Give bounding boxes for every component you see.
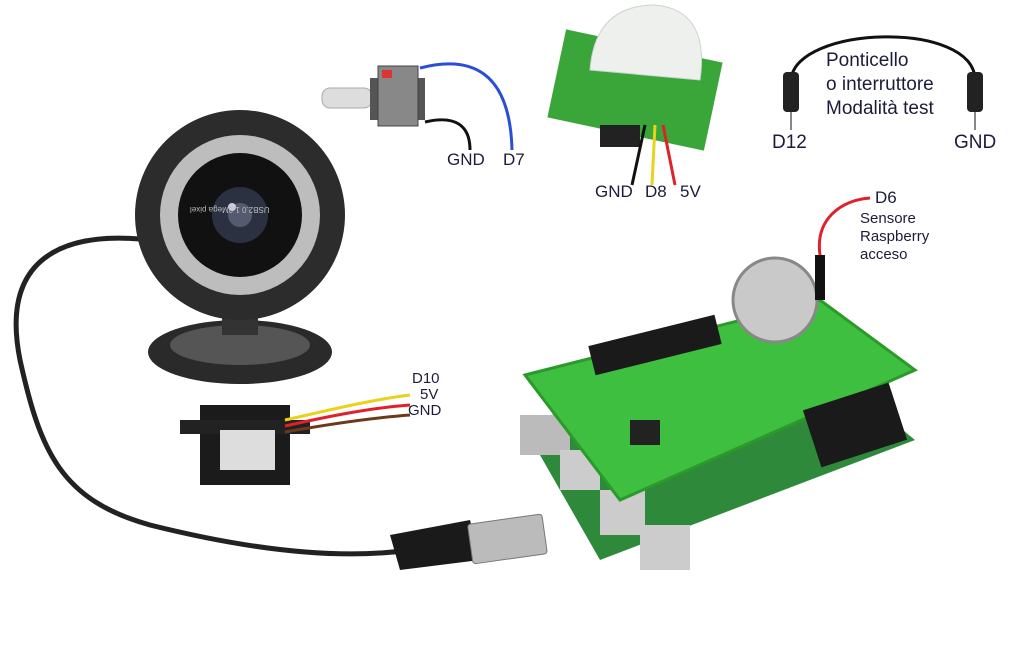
jumper-title-2: o interruttore: [826, 74, 934, 95]
shield-board: [522, 255, 918, 502]
webcam-ring-text: USB2.0 1.3Mega pixel: [190, 205, 270, 214]
jumper-title-3: Modalità test: [826, 98, 934, 119]
servo-d10-label: D10: [412, 370, 440, 387]
switch-d7-label: D7: [503, 150, 525, 169]
pir-gnd-label: GND: [595, 182, 633, 201]
jumper-gnd-label: GND: [954, 132, 997, 153]
usb-cable: [13, 235, 411, 557]
servo-gnd-label: GND: [408, 402, 442, 419]
pir-d8-label: D8: [645, 182, 667, 201]
jumper-title-1: Ponticello: [826, 50, 909, 71]
jumper-wire: [783, 35, 983, 130]
raspberry-sensor-line-2: Raspberry: [860, 228, 930, 245]
raspberry-sensor-line-3: acceso: [860, 246, 908, 263]
raspberry-sensor-line-1: Sensore: [860, 210, 916, 227]
jumper-d12-label: D12: [772, 132, 807, 153]
switch-gnd-label: GND: [447, 150, 485, 169]
pir-sensor: [547, 4, 723, 151]
servo-motor: [180, 405, 310, 485]
servo-5v-label: 5V: [420, 386, 439, 403]
webcam: [135, 110, 345, 384]
d6-label: D6: [875, 188, 897, 207]
usb-plug: [390, 513, 548, 570]
pir-5v-label: 5V: [680, 182, 701, 201]
toggle-switch: [321, 65, 425, 127]
